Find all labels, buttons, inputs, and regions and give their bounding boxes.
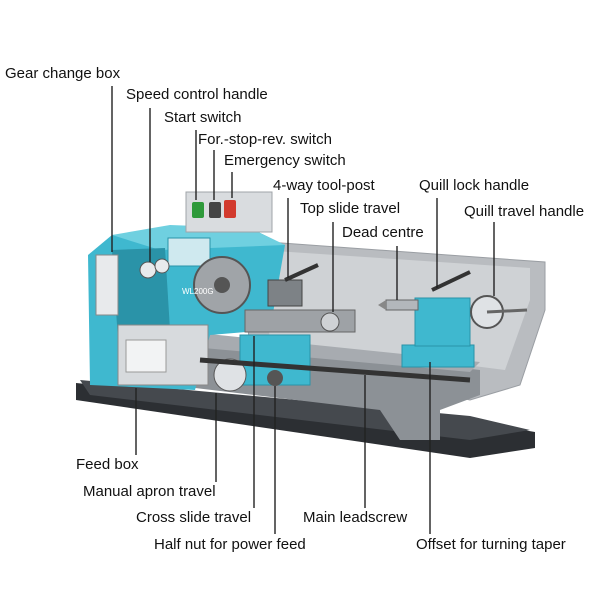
label-main-leadscrew: Main leadscrew <box>303 509 408 526</box>
main-leadscrew <box>199 357 471 383</box>
label-dead-centre: Dead centre <box>342 224 424 241</box>
label-manual-apron-travel: Manual apron travel <box>83 483 216 500</box>
label-for-stop-rev-switch: For.-stop-rev. switch <box>198 131 332 148</box>
dead-centre-icon <box>378 300 386 310</box>
label-offset-for-turning-taper: Offset for turning taper <box>416 536 566 553</box>
quill-lock-handle-icon <box>431 270 471 292</box>
label-cross-slide-travel: Cross slide travel <box>136 509 252 526</box>
tailstock-base <box>401 344 475 368</box>
label-quill-lock-handle: Quill lock handle <box>419 177 530 194</box>
start-button-icon <box>192 202 204 218</box>
tailstock-body <box>414 297 471 347</box>
chuck-center <box>214 277 230 293</box>
model-plate: WL200G <box>182 287 214 296</box>
label-feed-box: Feed box <box>76 456 139 473</box>
feed-box-plate <box>125 339 167 373</box>
apron-handwheel-icon <box>213 358 247 392</box>
label-top-slide-travel: Top slide travel <box>300 200 401 217</box>
half-nut-lever-icon <box>267 370 283 386</box>
tool-post-handle <box>284 263 319 282</box>
quill-handwheel-spoke <box>486 308 528 314</box>
label-speed-control-handle: Speed control handle <box>126 86 268 103</box>
label-4-way-tool-post: 4-way tool-post <box>273 177 375 194</box>
control-panel-window <box>167 237 211 267</box>
label-start-switch: Start switch <box>164 109 242 126</box>
label-gear-change-box: Gear change box <box>5 65 121 82</box>
speed-control-knob-icon <box>139 261 157 279</box>
leader-lines <box>111 86 495 534</box>
label-half-nut-for-power-feed: Half nut for power feed <box>154 536 306 553</box>
tailstock-quill <box>385 299 419 311</box>
for-stop-rev-switch-icon <box>209 202 221 218</box>
speed-control-knob-icon-2 <box>154 258 170 274</box>
top-slide-handle-icon <box>320 312 340 332</box>
emergency-stop-icon <box>224 200 236 218</box>
gear-box-panel <box>95 254 119 316</box>
tool-post-icon <box>267 279 303 307</box>
label-quill-travel-handle: Quill travel handle <box>464 203 585 220</box>
label-emergency-switch: Emergency switch <box>224 152 346 169</box>
